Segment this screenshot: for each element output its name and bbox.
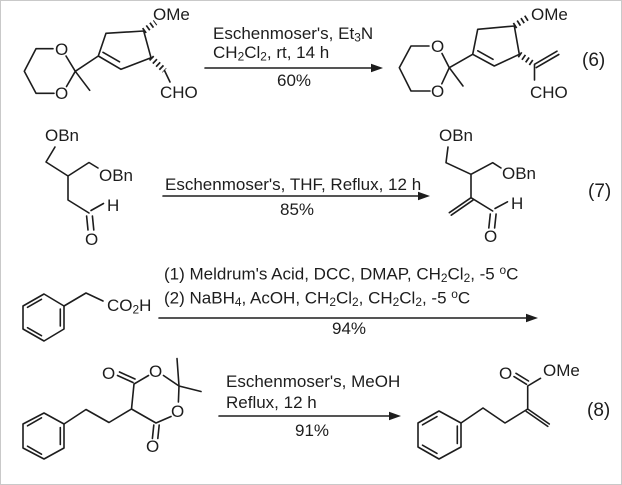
atom-label-ome: OMe — [531, 5, 568, 24]
atom-label-hydrogen: H — [107, 196, 120, 215]
atom-label-oxygen: O — [55, 84, 69, 103]
reaction-6-arrow — [204, 63, 383, 73]
atom-label-obn: OBn — [439, 126, 474, 145]
phenylacetic-acid-skeleton — [22, 292, 104, 342]
reaction-6-yield: 60% — [276, 71, 312, 90]
product-8-skeleton — [417, 372, 551, 460]
reaction-8-arrow — [218, 411, 401, 421]
reaction-8-yield: 91% — [294, 421, 330, 440]
atom-label-cho: CHO — [160, 83, 198, 102]
reaction-6-conditions-line2: CH2Cl2, rt, 14 h — [213, 43, 330, 64]
reaction-meldrum-arrow — [158, 313, 538, 323]
atom-label-oxygen: O — [431, 37, 445, 56]
atom-label-co2h: CO2H — [107, 296, 152, 317]
atom-label-cho: CHO — [530, 83, 568, 102]
atom-label-obn: OBn — [99, 166, 134, 185]
atom-label-ome: OMe — [543, 361, 580, 380]
meldrum-conditions-line2: (2) NaBH4, AcOH, CH2Cl2, CH2Cl2, -5 oC — [164, 287, 471, 309]
atom-label-obn: OBn — [45, 126, 80, 145]
reaction-8-conditions-line1: Eschenmoser's, MeOH — [226, 372, 401, 391]
reactant-8-skeleton — [22, 357, 202, 460]
atom-label-oxygen: O — [171, 402, 185, 421]
reaction-6-conditions-line1: Eschenmoser's, Et3N — [213, 24, 374, 45]
reaction-7-conditions-line1: Eschenmoser's, THF, Reflux, 12 h — [165, 175, 422, 194]
atom-label-oxygen: O — [55, 40, 69, 59]
atom-label-oxygen: O — [146, 437, 160, 456]
atom-label-oxygen: O — [149, 362, 163, 381]
atom-label-oxygen: O — [431, 82, 445, 101]
meldrum-conditions-line1: (1) Meldrum's Acid, DCC, DMAP, CH2Cl2, -… — [164, 263, 519, 285]
atom-label-obn: OBn — [502, 164, 537, 183]
atom-label-hydrogen: H — [511, 194, 524, 213]
reaction-7-yield: 85% — [279, 200, 315, 219]
reactant-7-skeleton — [45, 146, 105, 231]
atom-label-oxygen: O — [102, 364, 116, 383]
atom-label-oxygen: O — [484, 227, 498, 246]
meldrum-yield: 94% — [331, 319, 367, 338]
equation-number-8: (8) — [587, 400, 611, 421]
equation-number-6: (6) — [582, 50, 606, 71]
reaction-7-arrow — [162, 191, 430, 201]
atom-label-oxygen: O — [85, 230, 99, 249]
atom-label-ome: OMe — [153, 5, 190, 24]
product-6-skeleton — [398, 14, 560, 92]
reaction-8-conditions-line2: Reflux, 12 h — [226, 393, 317, 412]
atom-label-oxygen: O — [499, 364, 513, 383]
reactant-6-skeleton — [23, 20, 171, 95]
equation-number-7: (7) — [588, 181, 612, 202]
product-7-skeleton — [445, 146, 509, 229]
